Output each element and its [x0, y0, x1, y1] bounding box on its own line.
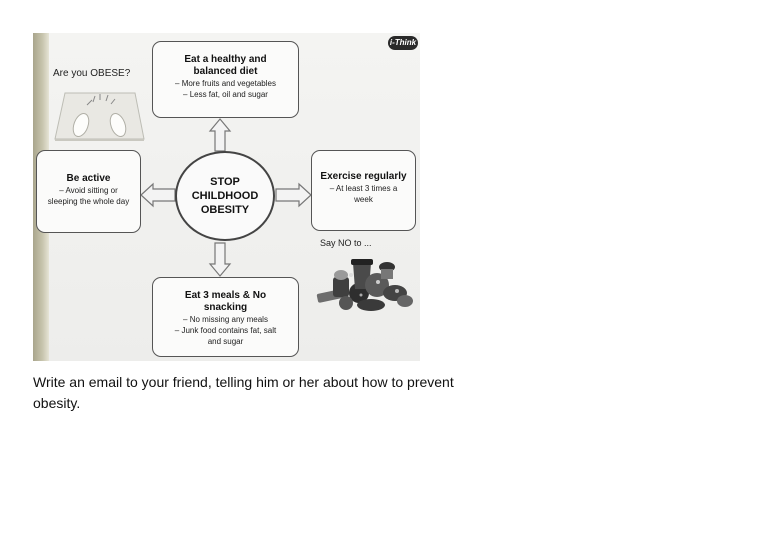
say-no-label: Say NO to ...: [320, 238, 372, 248]
center-line-1: STOP: [210, 176, 240, 188]
arrow-right: [275, 182, 312, 208]
exercise-item-1: – At least 3 times a: [329, 184, 398, 193]
meals-item-2: – Junk food contains fat, salt: [174, 326, 277, 335]
healthy-diet-box: Eat a healthy and balanced diet – More f…: [152, 41, 299, 118]
arrow-up: [208, 118, 232, 152]
diagram-photo: i-Think Are you OBESE? Eat a healthy and…: [33, 33, 420, 361]
writing-instruction: Write an email to your friend, telling h…: [33, 374, 454, 411]
arrow-left: [140, 182, 176, 208]
be-active-item-2: sleeping the whole day: [47, 197, 130, 206]
arrow-down: [208, 242, 232, 277]
exercise-title: Exercise regularly: [320, 171, 407, 182]
weighing-scale-icon: [54, 92, 145, 141]
healthy-diet-item-2: – Less fat, oil and sugar: [183, 90, 268, 99]
exercise-box: Exercise regularly – At least 3 times a …: [311, 150, 416, 231]
meals-title-2: snacking: [203, 302, 248, 313]
meals-title-1: Eat 3 meals & No: [184, 290, 267, 301]
healthy-diet-title-2: balanced diet: [193, 66, 258, 77]
stop-obesity-circle: STOP CHILDHOOD OBESITY: [175, 151, 275, 241]
i-think-logo: i-Think: [388, 36, 418, 50]
healthy-diet-title-1: Eat a healthy and: [184, 54, 267, 65]
connector-arrows: [140, 118, 312, 277]
be-active-title: Be active: [66, 173, 111, 184]
center-line-3: OBESITY: [200, 204, 250, 216]
obese-question-label: Are you OBESE?: [53, 68, 131, 79]
meals-item-3: and sugar: [207, 337, 244, 346]
meals-box: Eat 3 meals & No snacking – No missing a…: [152, 277, 299, 357]
healthy-diet-item-1: – More fruits and vegetables: [175, 79, 276, 88]
meals-item-1: – No missing any meals: [183, 315, 268, 324]
be-active-box: Be active – Avoid sitting or sleeping th…: [36, 150, 141, 233]
exercise-item-2: week: [354, 195, 373, 204]
center-line-2: CHILDHOOD: [191, 190, 259, 202]
junk-food-icon: [316, 259, 413, 311]
be-active-item-1: – Avoid sitting or: [59, 186, 118, 195]
